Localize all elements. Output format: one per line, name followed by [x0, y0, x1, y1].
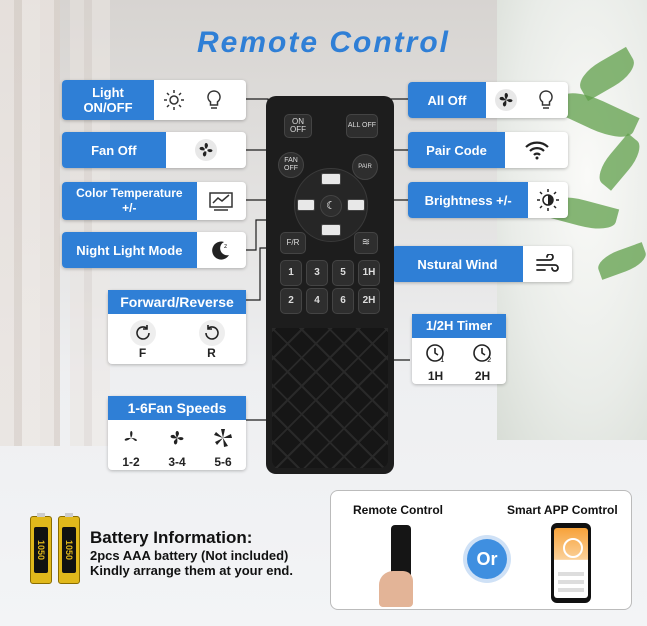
label-text: Light ON/OFF	[62, 80, 154, 120]
remote-grip-texture	[272, 328, 388, 468]
reverse-caption: R	[207, 346, 216, 360]
timer-2h-caption: 2H	[474, 369, 491, 383]
label-text: Pair Code	[408, 132, 505, 168]
color-temperature-icon	[197, 182, 246, 220]
natural-wind-button[interactable]: ≋	[354, 232, 378, 254]
speed-button-1[interactable]: 1	[280, 260, 302, 286]
battery-label: 1050	[34, 527, 48, 573]
timer-1h-icon: 1	[424, 342, 448, 369]
label-text: All Off	[408, 82, 486, 118]
label-night-light-mode: Night Light Mode z	[62, 232, 246, 268]
color-temp-down-button[interactable]	[321, 224, 341, 236]
brightness-icon	[528, 182, 568, 218]
smartphone-app	[551, 523, 591, 603]
wind-icon	[523, 246, 572, 282]
battery-label: 1050	[62, 527, 76, 573]
forward-reverse-button[interactable]: F/R	[280, 232, 306, 254]
timer-1h-button[interactable]: 1H	[358, 260, 380, 286]
timer-1h-caption: 1H	[427, 369, 444, 383]
group-title: Forward/Reverse	[108, 290, 246, 314]
pair-button[interactable]: PAIR	[352, 154, 378, 180]
fan-icon	[166, 132, 246, 168]
fan-icon	[486, 82, 526, 118]
label-fan-off: Fan Off	[62, 132, 246, 168]
label-text: Color Temperature +/-	[62, 182, 197, 220]
fan-speed-low-icon	[119, 426, 143, 455]
group-fan-speeds: 1-6Fan Speeds 1-2 3-4 5-6	[108, 396, 246, 470]
label-natural-wind: Nstural Wind	[392, 246, 572, 282]
group-timer: 1/2H Timer 1 1H 2 2H	[412, 314, 506, 384]
curtain-left	[0, 0, 60, 446]
on-off-button[interactable]: ON OFF	[284, 114, 312, 138]
label-color-temperature: Color Temperature +/-	[62, 182, 246, 220]
smart-app-caption: Smart APP Comtrol	[507, 503, 618, 517]
all-off-button[interactable]: ALL OFF	[346, 114, 378, 138]
remote-control-caption: Remote Control	[353, 503, 443, 517]
svg-text:2: 2	[487, 356, 491, 364]
label-all-off: All Off	[408, 82, 568, 118]
remote-control: ON OFF ALL OFF FAN OFF PAIR ☾ F/R ≋ 1 3 …	[266, 96, 394, 474]
battery-illustration: 1050 1050	[30, 513, 80, 584]
window-background	[497, 0, 647, 440]
fan-speed-high-caption: 5-6	[214, 455, 232, 469]
color-temp-up-button[interactable]	[321, 173, 341, 185]
rotate-forward-icon	[129, 320, 156, 346]
forward-caption: F	[138, 346, 147, 360]
page-title: Remote Control	[197, 26, 450, 59]
label-text: Nstural Wind	[392, 246, 523, 282]
group-title: 1/2H Timer	[412, 314, 506, 338]
wifi-icon	[505, 132, 568, 168]
or-badge: Or	[467, 539, 507, 579]
fan-off-button[interactable]: FAN OFF	[278, 152, 304, 178]
fan-speed-mid-caption: 3-4	[168, 455, 186, 469]
battery-line-2: Kindly arrange them at your end.	[90, 563, 293, 578]
svg-text:z: z	[224, 243, 227, 250]
battery-title: Battery Information:	[90, 528, 253, 547]
timer-2h-icon: 2	[471, 342, 495, 369]
hand-holding-remote	[377, 525, 427, 607]
speed-button-3[interactable]: 3	[306, 260, 328, 286]
svg-text:1: 1	[440, 356, 444, 364]
control-options-box: Remote Control Smart APP Comtrol Or	[330, 490, 632, 610]
speed-button-2[interactable]: 2	[280, 288, 302, 314]
brightness-down-button[interactable]	[297, 199, 315, 211]
speed-button-6[interactable]: 6	[332, 288, 354, 314]
night-light-button[interactable]: ☾	[320, 195, 342, 217]
brightness-up-button[interactable]	[347, 199, 365, 211]
label-brightness: Brightness +/-	[408, 182, 568, 218]
rotate-reverse-icon	[198, 320, 225, 346]
fan-speed-low-caption: 1-2	[122, 455, 140, 469]
label-pair-code: Pair Code	[408, 132, 568, 168]
timer-2h-button[interactable]: 2H	[358, 288, 380, 314]
fan-speed-high-icon	[211, 426, 235, 455]
battery-info: Battery Information: 2pcs AAA battery (N…	[90, 528, 293, 578]
bulb-icon	[194, 80, 234, 120]
label-text: Fan Off	[62, 132, 166, 168]
speed-button-5[interactable]: 5	[332, 260, 354, 286]
moon-icon: z	[197, 232, 246, 268]
battery-line-1: 2pcs AAA battery (Not included)	[90, 548, 289, 563]
bulb-icon	[526, 82, 566, 118]
curtain-left-2	[70, 0, 110, 446]
speed-button-grid: 1 3 5 1H 2 4 6 2H	[280, 260, 380, 314]
label-light-on-off: Light ON/OFF	[62, 80, 246, 120]
label-text: Night Light Mode	[62, 232, 197, 268]
sun-icon	[154, 80, 194, 120]
speed-button-4[interactable]: 4	[306, 288, 328, 314]
group-title: 1-6Fan Speeds	[108, 396, 246, 420]
fan-speed-mid-icon	[165, 426, 189, 455]
group-forward-reverse: Forward/Reverse F R	[108, 290, 246, 364]
label-text: Brightness +/-	[408, 182, 529, 218]
